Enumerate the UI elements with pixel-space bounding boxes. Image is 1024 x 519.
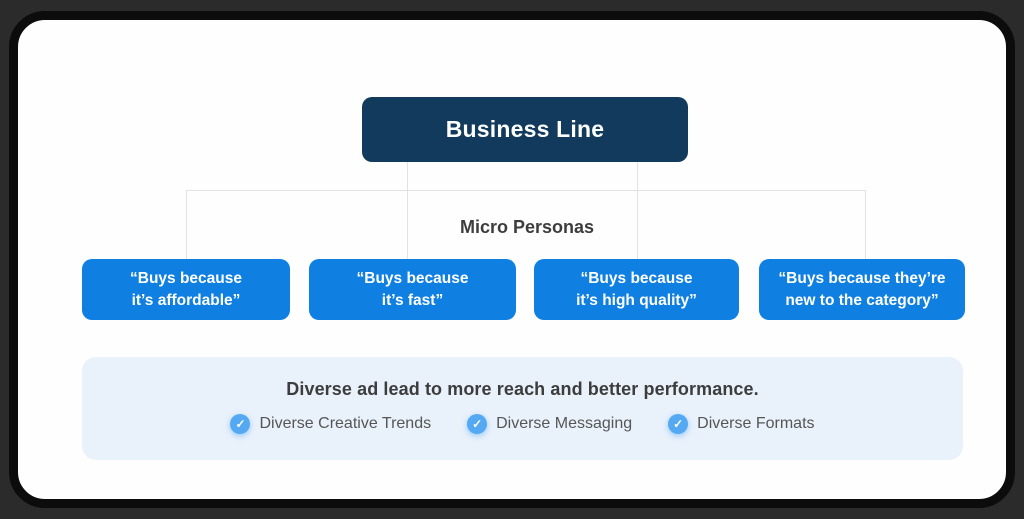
benefit-item-messaging: ✓ Diverse Messaging (467, 414, 632, 434)
benefit-item-formats: ✓ Diverse Formats (668, 414, 815, 434)
diagram-card: Business Line Micro Personas “Buys becau… (9, 11, 1015, 508)
benefit-label: Diverse Creative Trends (259, 415, 432, 432)
connector-vertical-category (865, 190, 866, 259)
check-circle-icon: ✓ (467, 414, 488, 434)
persona-label: “Buys because they’re new to the categor… (778, 269, 946, 309)
persona-node-category: “Buys because they’re new to the categor… (759, 259, 965, 320)
persona-label: “Buys because it’s fast” (356, 269, 469, 309)
persona-node-fast: “Buys because it’s fast” (309, 259, 516, 320)
benefit-label: Diverse Formats (697, 415, 815, 432)
connector-vertical-fast (407, 162, 408, 260)
business-line-label: Business Line (445, 116, 605, 142)
benefit-item-creative-trends: ✓ Diverse Creative Trends (230, 414, 431, 434)
benefits-title: Diverse ad lead to more reach and better… (286, 379, 759, 399)
benefits-panel: Diverse ad lead to more reach and better… (82, 357, 963, 460)
benefit-label: Diverse Messaging (496, 415, 633, 432)
persona-node-affordable: “Buys because it’s affordable” (82, 259, 290, 320)
connector-horizontal (186, 190, 866, 191)
persona-node-quality: “Buys because it’s high quality” (534, 259, 739, 320)
persona-label: “Buys because it’s high quality” (576, 269, 697, 309)
connector-vertical-quality (637, 162, 638, 260)
connector-vertical-affordable (186, 190, 187, 259)
benefits-list: ✓ Diverse Creative Trends ✓ Diverse Mess… (82, 414, 963, 434)
check-circle-icon: ✓ (230, 414, 251, 434)
persona-label: “Buys because it’s affordable” (130, 269, 242, 309)
micro-personas-label: Micro Personas (459, 217, 595, 237)
check-circle-icon: ✓ (668, 414, 689, 434)
business-line-node: Business Line (362, 97, 688, 162)
